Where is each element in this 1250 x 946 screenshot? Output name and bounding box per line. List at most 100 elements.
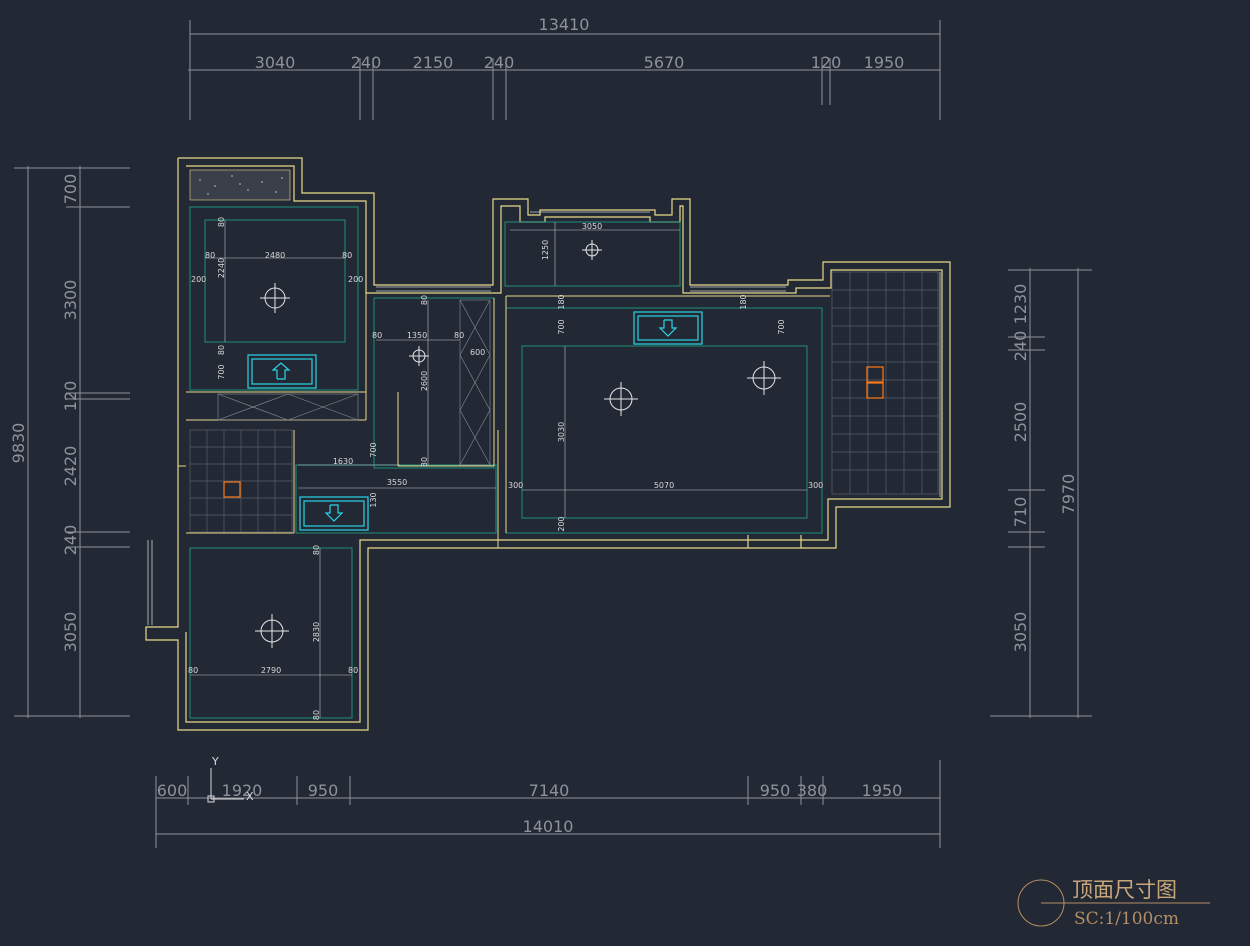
axis-y-label: Y bbox=[211, 755, 219, 768]
r3-dim-width: 3050 bbox=[582, 222, 602, 231]
r2-dim-c: 80 bbox=[420, 295, 429, 305]
ceiling-light-icons bbox=[255, 240, 781, 648]
top-dim-2: 240 bbox=[351, 53, 382, 72]
r2-dim-b: 80 bbox=[454, 331, 464, 340]
r4-dim-e: 300 bbox=[508, 481, 523, 490]
right-dim-1: 1230 bbox=[1011, 284, 1030, 325]
r6-dim-width: 2790 bbox=[261, 666, 281, 675]
ceiling-light-icon bbox=[255, 614, 289, 648]
left-dimension-chain bbox=[14, 166, 130, 718]
r1-dim-width: 2480 bbox=[265, 251, 285, 260]
r4-dim-d: 180 bbox=[739, 294, 748, 309]
r6-dim-c: 80 bbox=[312, 545, 321, 555]
right-dim-5: 3050 bbox=[1011, 612, 1030, 653]
r2-dim-a: 80 bbox=[372, 331, 382, 340]
ceiling-light-icon bbox=[409, 346, 429, 366]
r4-dim-a: 700 bbox=[557, 319, 566, 334]
r1-dim-g: 700 bbox=[217, 364, 226, 379]
right-dim-3: 2500 bbox=[1011, 402, 1030, 443]
drawing-title: 顶面尺寸图 bbox=[1072, 878, 1177, 902]
r1-dim-d: 200 bbox=[348, 275, 363, 284]
ceiling-light-icon bbox=[747, 361, 781, 395]
left-overall-dim: 9830 bbox=[9, 423, 28, 464]
r5-dim-c: 3550 bbox=[387, 478, 407, 487]
r2-dim-e: 600 bbox=[470, 348, 485, 357]
title-block: 顶面尺寸图 SC:1/100cm bbox=[1017, 878, 1210, 929]
ceiling-light-icon bbox=[604, 382, 638, 416]
right-dim-4: 710 bbox=[1011, 497, 1030, 528]
r5-dim-b: 700 bbox=[369, 442, 378, 457]
r1-dim-b: 80 bbox=[342, 251, 352, 260]
drawing-scale: SC:1/100cm bbox=[1074, 909, 1179, 929]
r4-dim-b: 700 bbox=[777, 319, 786, 334]
tile-grid-left bbox=[189, 429, 293, 533]
top-dim-7: 1950 bbox=[864, 53, 905, 72]
r4-dim-c: 180 bbox=[557, 294, 566, 309]
left-dim-4: 2420 bbox=[61, 446, 80, 487]
r6-dim-b: 80 bbox=[348, 666, 358, 675]
bottom-dim-3: 950 bbox=[308, 781, 339, 800]
bottom-dim-4: 7140 bbox=[529, 781, 570, 800]
floor-drain-right-a bbox=[866, 366, 884, 383]
r1-dim-height: 2240 bbox=[217, 258, 226, 278]
r4-dim-width: 5070 bbox=[654, 481, 674, 490]
interior-walls bbox=[178, 293, 830, 548]
tile-grid-right bbox=[831, 271, 939, 495]
r1-dim-c: 200 bbox=[191, 275, 206, 284]
r2-dim-height: 2600 bbox=[420, 371, 429, 391]
top-dimension-chain bbox=[188, 20, 941, 120]
ceiling-light-icon bbox=[582, 240, 602, 260]
r6-dim-a: 80 bbox=[188, 666, 198, 675]
axis-x-label: X bbox=[246, 790, 254, 803]
bottom-dimension-chain bbox=[155, 760, 941, 848]
r6-dim-d: 80 bbox=[312, 710, 321, 720]
bottom-dim-7: 1950 bbox=[862, 781, 903, 800]
bottom-dim-5: 950 bbox=[760, 781, 791, 800]
r5-dim-a: 1630 bbox=[333, 457, 353, 466]
right-dimension-chain bbox=[990, 268, 1092, 718]
left-dim-6: 3050 bbox=[61, 612, 80, 653]
bottom-dim-2: 1920 bbox=[222, 781, 263, 800]
floor-drain-left bbox=[223, 481, 241, 498]
right-overall-dim: 7970 bbox=[1059, 474, 1078, 515]
r2-dim-width: 1350 bbox=[407, 331, 427, 340]
r4-dim-f: 300 bbox=[808, 481, 823, 490]
right-dim-2: 240 bbox=[1011, 331, 1030, 362]
floor-drain-right-b bbox=[866, 382, 884, 399]
r6-dim-height: 2830 bbox=[312, 622, 321, 642]
balcony-speckles bbox=[199, 175, 283, 195]
ac-vent-icon bbox=[247, 354, 317, 389]
top-overall-dim: 13410 bbox=[539, 15, 590, 34]
interior-dim-lines bbox=[190, 220, 807, 718]
top-dim-6: 120 bbox=[811, 53, 842, 72]
top-dim-4: 240 bbox=[484, 53, 515, 72]
r2-dim-d: 80 bbox=[420, 457, 429, 467]
outer-walls bbox=[145, 157, 951, 731]
r4-dim-height: 3030 bbox=[557, 422, 566, 442]
bottom-dim-6: 380 bbox=[797, 781, 828, 800]
r1-dim-e: 80 bbox=[217, 217, 226, 227]
ac-vent-icon bbox=[299, 496, 369, 531]
bottom-overall-dim: 14010 bbox=[523, 817, 574, 836]
window-lines bbox=[147, 211, 941, 625]
left-dim-2: 3300 bbox=[61, 280, 80, 321]
left-dim-5: 240 bbox=[61, 525, 80, 556]
ucs-axis-icon bbox=[207, 768, 244, 803]
r1-dim-a: 80 bbox=[205, 251, 215, 260]
top-dim-1: 3040 bbox=[255, 53, 296, 72]
r5-dim-d: 130 bbox=[369, 492, 378, 507]
left-dim-1: 700 bbox=[61, 174, 80, 205]
ac-vent-icon bbox=[633, 311, 703, 345]
ac-vent-icons bbox=[247, 311, 703, 531]
top-dim-5: 5670 bbox=[644, 53, 685, 72]
r1-dim-f: 80 bbox=[217, 345, 226, 355]
left-dim-3: 120 bbox=[61, 381, 80, 412]
top-dim-3: 2150 bbox=[413, 53, 454, 72]
r3-dim-height: 1250 bbox=[541, 240, 550, 260]
r4-dim-g: 200 bbox=[557, 516, 566, 531]
balcony-hatch bbox=[189, 169, 291, 201]
ceiling-light-icon bbox=[260, 283, 290, 313]
corridor-pattern bbox=[217, 299, 491, 466]
bottom-dim-1: 600 bbox=[157, 781, 188, 800]
